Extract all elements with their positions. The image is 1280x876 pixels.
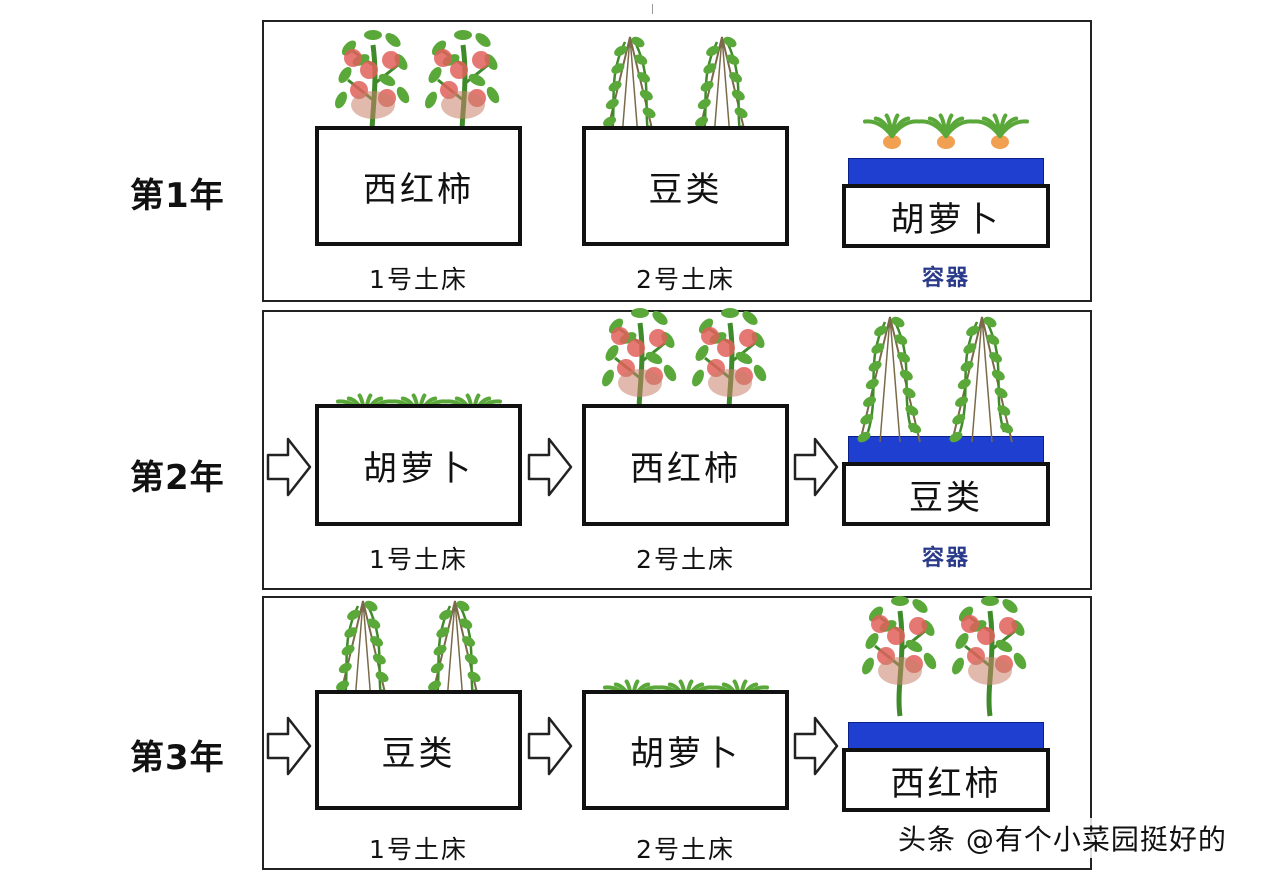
bed-caption: 1号土床 <box>369 265 468 294</box>
year-panel-3: 豆类 1号土床 胡萝卜 2号土床 西红柿 <box>262 596 1092 870</box>
bed-caption: 2号土床 <box>636 545 735 574</box>
container-soil-top <box>848 158 1044 186</box>
right-arrow-icon <box>266 437 312 497</box>
soil-bed-box: 胡萝卜 <box>582 690 789 810</box>
carrot-plant-icon <box>971 113 1029 149</box>
container-box: 豆类 <box>842 462 1050 526</box>
container-box: 胡萝卜 <box>842 184 1050 248</box>
container-caption: 容器 <box>921 266 970 291</box>
year-panel-2: 胡萝卜 1号土床 西红柿 2号土床 豆类容器 <box>262 308 1092 590</box>
tomato-plant-icon <box>692 308 767 429</box>
carrot-plant-icon <box>917 113 975 149</box>
bed-caption: 1号土床 <box>369 545 468 574</box>
year-label-3: 第3年 <box>130 738 225 778</box>
soil-bed-box: 胡萝卜 <box>315 404 522 526</box>
plant-group <box>862 596 1027 717</box>
bed-caption: 2号土床 <box>636 835 735 864</box>
tomato-plant-icon <box>602 308 677 429</box>
soil-bed-box: 西红柿 <box>315 126 522 246</box>
right-arrow-icon <box>793 716 839 776</box>
plant-group <box>857 316 1014 443</box>
year-label-1: 第1年 <box>130 176 225 216</box>
crop-name: 胡萝卜 <box>363 448 474 489</box>
right-arrow-icon <box>527 437 573 497</box>
tomato-plant-icon <box>425 30 500 151</box>
right-arrow-icon <box>793 437 839 497</box>
crop-name: 豆类 <box>648 169 723 210</box>
tomato-plant-icon <box>862 596 937 717</box>
container-box: 西红柿 <box>842 748 1050 812</box>
container-caption: 容器 <box>921 546 970 571</box>
right-arrow-icon <box>527 716 573 776</box>
bean-plant-icon <box>857 316 922 443</box>
soil-bed-box: 豆类 <box>582 126 789 246</box>
plant-group <box>863 113 1029 149</box>
crop-name: 豆类 <box>909 477 983 518</box>
crop-name: 西红柿 <box>890 763 1002 804</box>
soil-bed-box: 西红柿 <box>582 404 789 526</box>
watermark: 头条 @有个小菜园挺好的 <box>892 818 1233 858</box>
tomato-plant-icon <box>952 596 1027 717</box>
carrot-plant-icon <box>863 113 921 149</box>
bed-caption: 1号土床 <box>369 835 468 864</box>
right-arrow-icon <box>266 716 312 776</box>
crop-name: 豆类 <box>381 733 456 774</box>
crop-name: 胡萝卜 <box>630 733 741 774</box>
year-label-2: 第2年 <box>130 458 225 498</box>
year-panel-1: 西红柿 1号土床 豆类 2号土床 胡萝卜容器 <box>262 20 1092 302</box>
crop-name: 胡萝卜 <box>890 199 1002 240</box>
crop-name: 西红柿 <box>630 448 741 489</box>
plant-group <box>602 308 767 429</box>
crop-name: 西红柿 <box>363 169 474 210</box>
bean-plant-icon <box>949 316 1014 443</box>
top-tick-mark <box>652 4 653 14</box>
plant-group <box>335 30 500 151</box>
bed-caption: 2号土床 <box>636 265 735 294</box>
soil-bed-box: 豆类 <box>315 690 522 810</box>
